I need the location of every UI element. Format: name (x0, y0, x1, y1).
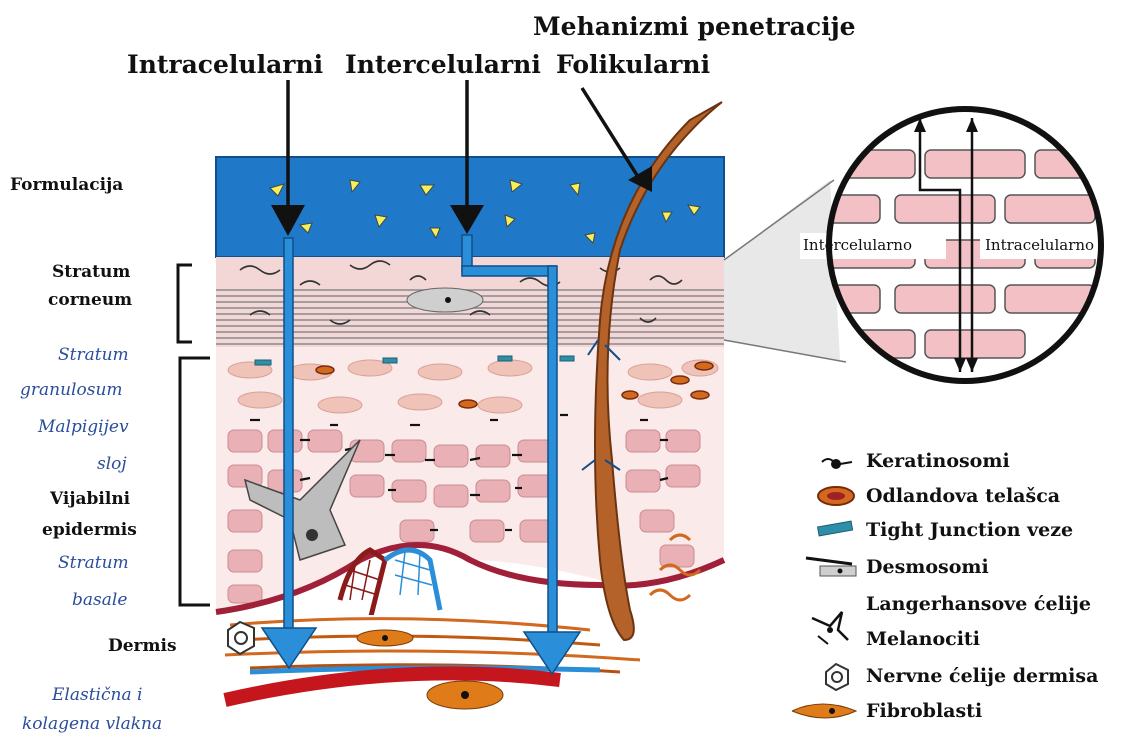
layer-label-granulosum-1: Stratum (58, 345, 129, 365)
layer-label-fibers-1: Elastična i (52, 685, 142, 705)
langerhans-nucleus (306, 529, 318, 541)
dermal-nerve-cell-icon (826, 664, 848, 690)
desmosome-icon (806, 558, 856, 576)
layer-label-malpighian-2: sloj (97, 454, 127, 474)
layer-label-dermis: Dermis (108, 636, 177, 656)
fibroblast-icon (792, 704, 856, 718)
corneocyte-nucleus (445, 297, 451, 303)
layer-label-viable-2: epidermis (42, 520, 137, 540)
legend-label-fibroblasts: Fibroblasti (866, 700, 982, 722)
legend-label-langerhans: Langerhansove ćelije (866, 593, 1091, 615)
layer-label-basale-1: Stratum (58, 553, 129, 573)
route-label-intracellular: Intracelularni (127, 50, 323, 79)
layer-label-malpighian-1: Malpigijev (38, 417, 129, 437)
zoom-label-intracellular: Intracelularno (985, 236, 1094, 254)
layer-label-basale-2: basale (72, 590, 127, 610)
dermal-nerve-cell (228, 622, 254, 654)
route-label-intercellular: Intercelularni (345, 50, 541, 79)
layer-label-fibers-2: kolagena vlakna (22, 714, 162, 734)
layer-label-granulosum-2: granulosum (20, 380, 123, 400)
tight-junction-icon (818, 521, 853, 536)
legend-label-nerve-cells: Nervne ćelije dermisa (866, 665, 1098, 687)
layer-label-corneum-1: Stratum (52, 262, 130, 282)
layer-label-formulation: Formulacija (10, 175, 123, 195)
odland-body-icon (818, 487, 854, 505)
legend-label-odland-bodies: Odlandova telašca (866, 485, 1060, 507)
legend-label-keratinosomes: Keratinosomi (866, 450, 1010, 472)
legend-label-tight-junctions: Tight Junction veze (866, 519, 1073, 541)
route-label-follicular: Folikularni (556, 50, 710, 79)
legend-label-melanocytes: Melanociti (866, 628, 980, 650)
legend-label-desmosomes: Desmosomi (866, 556, 989, 578)
diagram-title: Mehanizmi penetracije (533, 12, 856, 41)
zoom-label-intercellular: Intercelularno (803, 236, 912, 254)
corneum-bracket (178, 265, 192, 342)
layer-label-corneum-2: corneum (48, 290, 132, 310)
viable-bracket (180, 358, 210, 605)
melanocyte-icon (818, 636, 828, 644)
zoom-connector (724, 180, 840, 360)
langerhans-cell-icon (812, 612, 848, 640)
layer-label-viable-1: Vijabilni (50, 489, 130, 509)
keratinosome-icon (822, 459, 852, 469)
